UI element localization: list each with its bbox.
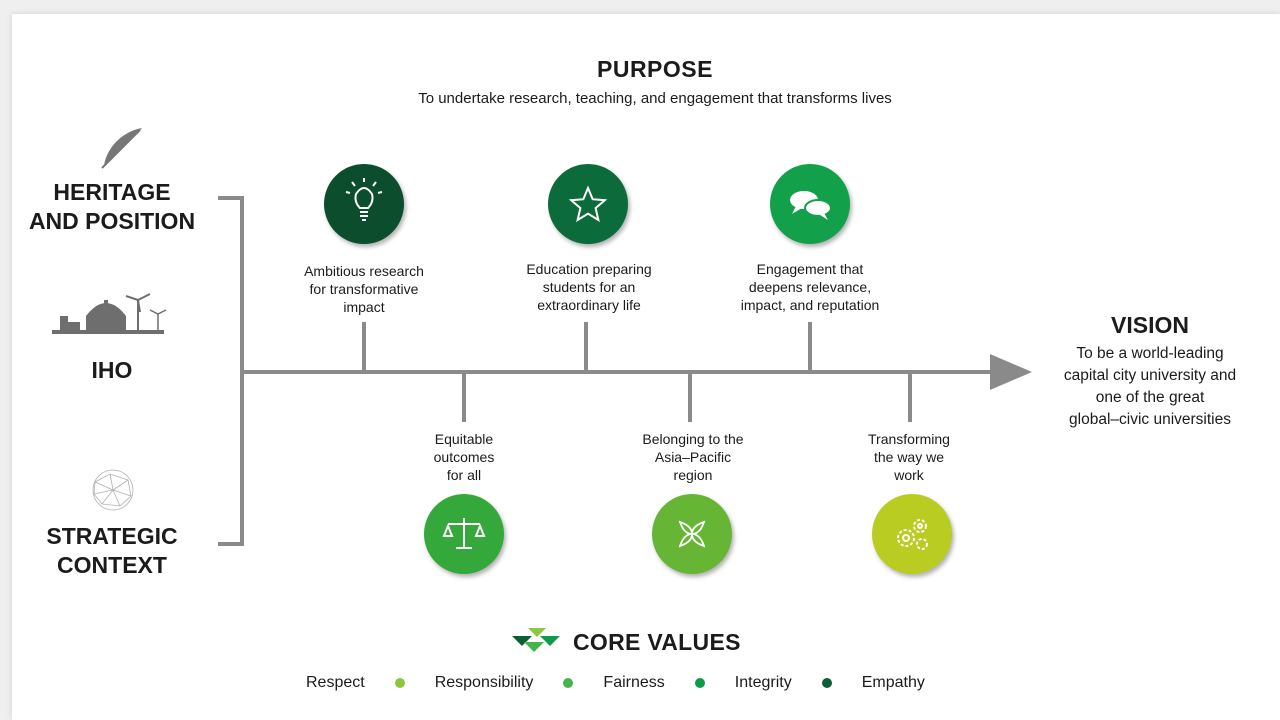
pillar-belonging-text: Belonging to the Asia–Pacific region [593, 430, 793, 484]
value-respect: Respect [306, 674, 365, 691]
core-values-logo [512, 628, 560, 652]
pillar-engagement-text: Engagement that deepens relevance, impac… [710, 260, 910, 314]
pillar-equitable-line-1: Equitable [434, 431, 494, 447]
pillar-transforming-line-2: the way we [873, 449, 945, 465]
value-responsibility: Responsibility [434, 674, 534, 691]
icon-circle-belonging [652, 494, 732, 574]
pillar-transforming-line-3: work [894, 467, 924, 483]
pillar-research-line-2: for transformative [309, 281, 419, 297]
speech-bubbles-icon [790, 191, 832, 220]
pillar-education-line-1: Education preparing [526, 261, 652, 277]
pillar-research-line-3: impact [343, 299, 385, 315]
axis-arrowhead [990, 354, 1032, 390]
icon-circle-research [324, 164, 404, 244]
lightbulb-icon [345, 178, 383, 221]
icon-circle-engagement [770, 164, 850, 244]
pillar-equitable-line-3: for all [446, 467, 482, 483]
network-globe-icon [92, 469, 134, 511]
icon-circle-equitable [424, 494, 504, 574]
star-icon [568, 185, 608, 223]
pillar-belonging-line-3: region [673, 467, 713, 483]
value-dot-1 [394, 678, 405, 688]
strategic-line-2: CONTEXT [57, 552, 167, 578]
iho-label: IHO [91, 357, 133, 383]
value-fairness: Fairness [603, 674, 665, 691]
pillar-engagement-line-2: deepens relevance, [748, 279, 872, 295]
vision-line-2: capital city university and [1063, 367, 1237, 384]
pillar-engagement-line-3: impact, and reputation [740, 297, 880, 313]
pillar-education-line-2: students for an [542, 279, 636, 295]
pillar-equitable-line-2: outcomes [433, 449, 495, 465]
vision-line-1: To be a world-leading [1076, 345, 1224, 362]
heritage-line-2: AND POSITION [28, 208, 196, 234]
diagram-card [12, 14, 1280, 720]
vision-title: VISION [1111, 312, 1189, 338]
vision-line-4: global–civic universities [1069, 411, 1231, 428]
heritage-label: HERITAGE AND POSITION [12, 178, 212, 236]
pillar-education-text: Education preparing students for an extr… [489, 260, 689, 314]
vision-line-3: one of the great [1095, 389, 1205, 406]
pillar-belonging-line-1: Belonging to the [642, 431, 744, 447]
value-dot-2 [563, 678, 574, 688]
core-values-title: CORE VALUES [573, 629, 741, 655]
icon-circle-education [548, 164, 628, 244]
value-integrity: Integrity [734, 674, 792, 691]
value-dot-4 [821, 678, 832, 688]
value-empathy: Empathy [861, 674, 925, 691]
core-values-list: Respect Responsibility Fairness Integrit… [290, 672, 1010, 694]
pillar-engagement-line-1: Engagement that [756, 261, 864, 277]
icon-circle-transforming [872, 494, 952, 574]
gears-icon [897, 519, 928, 550]
pillar-equitable-text: Equitable outcomes for all [364, 430, 564, 484]
strategic-context-label: STRATEGIC CONTEXT [12, 522, 212, 580]
feather-icon [101, 128, 142, 169]
value-dot-3 [694, 678, 705, 688]
left-bracket [218, 196, 244, 546]
pillar-transforming-text: Transforming the way we work [809, 430, 1009, 484]
strategic-line-1: STRATEGIC [46, 523, 178, 549]
purpose-subtitle: To undertake research, teaching, and eng… [418, 90, 892, 107]
heritage-line-1: HERITAGE [53, 179, 171, 205]
pillar-transforming-line-1: Transforming [868, 431, 950, 447]
scales-icon [442, 518, 486, 549]
leaves-icon [678, 520, 706, 548]
pillar-education-line-3: extraordinary life [537, 297, 641, 313]
vision-text: To be a world-leading capital city unive… [1030, 343, 1270, 431]
pillar-research-line-1: Ambitious research [304, 263, 424, 279]
pillar-belonging-line-2: Asia–Pacific [654, 449, 732, 465]
city-skyline-icon [52, 293, 167, 334]
pillar-research-text: Ambitious research for transformative im… [264, 262, 464, 316]
purpose-title: PURPOSE [597, 56, 713, 82]
